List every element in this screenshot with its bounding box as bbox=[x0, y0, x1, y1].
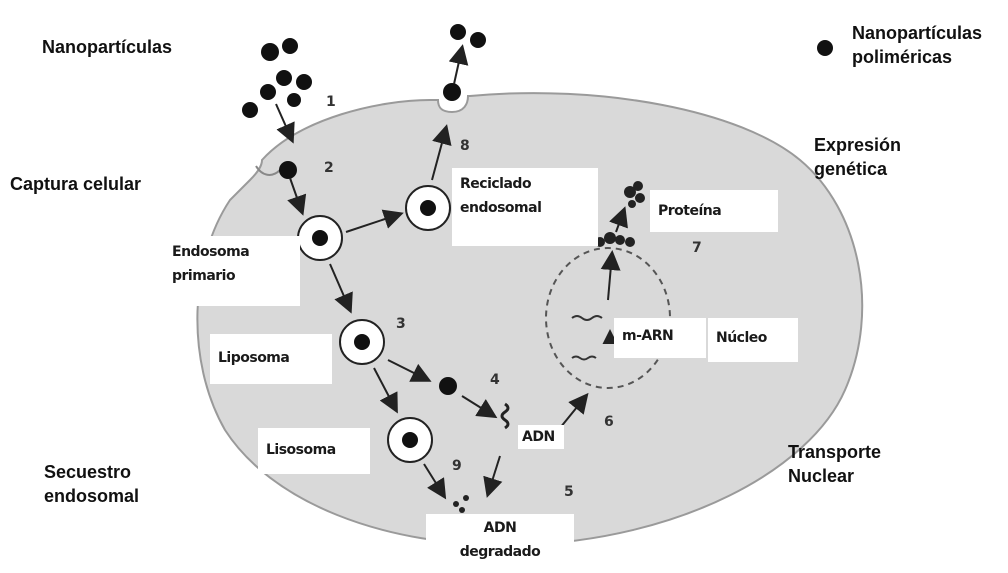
lysosome bbox=[388, 418, 432, 462]
label-gene-expression-line1: Expresión bbox=[814, 133, 901, 157]
box-dna: ADN bbox=[518, 425, 564, 449]
box-degraded-dna-line2: degradado bbox=[434, 540, 566, 564]
label-gene-expression: Expresión genética bbox=[814, 133, 901, 181]
nanoparticle bbox=[279, 161, 297, 179]
nanoparticle bbox=[242, 102, 258, 118]
step-number-5: 5 bbox=[564, 484, 574, 500]
step-number-6: 6 bbox=[604, 414, 614, 430]
legend-label: Nanopartículas poliméricas bbox=[852, 21, 982, 69]
nanoparticle bbox=[287, 93, 301, 107]
box-nucleus: Núcleo bbox=[708, 318, 798, 362]
recycling-endosome bbox=[406, 186, 450, 230]
label-endosomal-sequestration-line1: Secuestro bbox=[44, 460, 139, 484]
box-lysosome: Lisosoma bbox=[258, 428, 370, 474]
label-nuclear-transport: Transporte Nuclear bbox=[788, 440, 881, 488]
nanoparticle bbox=[296, 74, 312, 90]
step-number-4: 4 bbox=[490, 372, 500, 388]
label-nuclear-transport-line2: Nuclear bbox=[788, 464, 881, 488]
step-number-2: 2 bbox=[324, 160, 334, 176]
box-recycling-line2: endosomal bbox=[460, 196, 590, 220]
free-nanoparticle bbox=[439, 377, 457, 395]
box-liposome: Liposoma bbox=[210, 334, 332, 384]
box-recycling-line1: Reciclado bbox=[460, 172, 590, 196]
label-endosomal-sequestration: Secuestro endosomal bbox=[44, 460, 139, 508]
exocytosis-particles bbox=[443, 24, 486, 101]
box-mrna: m-ARN bbox=[614, 318, 706, 358]
step-number-7: 7 bbox=[692, 240, 702, 256]
legend-label-line1: Nanopartículas bbox=[852, 21, 982, 45]
primary-endosome bbox=[298, 216, 342, 260]
liposome bbox=[340, 320, 384, 364]
box-degraded-dna-line1: ADN bbox=[434, 516, 566, 540]
uptake-arrow bbox=[276, 104, 292, 140]
nanoparticle bbox=[261, 43, 279, 61]
nanoparticle bbox=[276, 70, 292, 86]
legend-nanoparticle-icon bbox=[817, 40, 833, 56]
box-protein: Proteína bbox=[650, 190, 778, 232]
nanoparticle bbox=[282, 38, 298, 54]
exocytosis-arrow bbox=[454, 48, 462, 84]
step-number-3: 3 bbox=[396, 316, 406, 332]
step-number-9: 9 bbox=[452, 458, 462, 474]
box-primary-endosome-line1: Endosoma bbox=[172, 240, 292, 264]
legend-label-line2: poliméricas bbox=[852, 45, 982, 69]
box-degraded-dna: ADN degradado bbox=[426, 514, 574, 573]
label-gene-expression-line2: genética bbox=[814, 157, 901, 181]
label-nuclear-transport-line1: Transporte bbox=[788, 440, 881, 464]
step-number-8: 8 bbox=[460, 138, 470, 154]
nanoparticle bbox=[260, 84, 276, 100]
box-primary-endosome-line2: primario bbox=[172, 264, 292, 288]
label-cell-capture: Captura celular bbox=[10, 172, 141, 196]
box-primary-endosome: Endosoma primario bbox=[164, 236, 300, 306]
box-recycling-endosome: Reciclado endosomal bbox=[452, 168, 598, 246]
label-nanoparticles: Nanopartículas bbox=[42, 35, 172, 59]
label-endosomal-sequestration-line2: endosomal bbox=[44, 484, 139, 508]
step-number-1: 1 bbox=[326, 94, 336, 110]
